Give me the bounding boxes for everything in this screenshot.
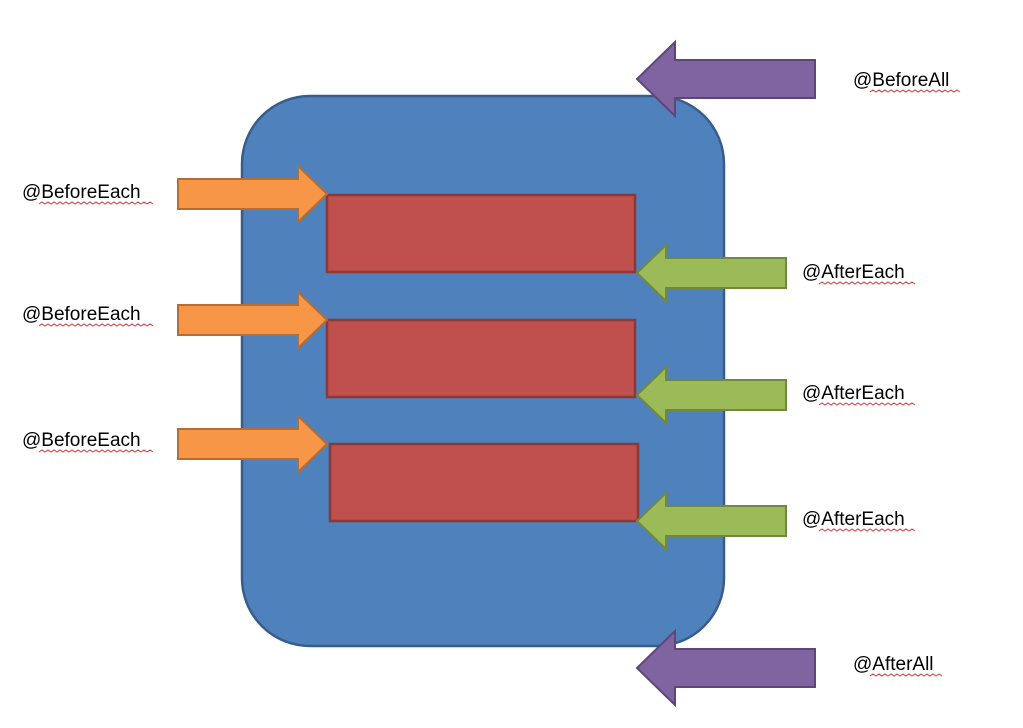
after-each-underline-2 [818, 402, 916, 406]
after-each-label-2: @AfterEach [802, 383, 905, 404]
before-all-label: @BeforeAll [853, 70, 949, 91]
after-each-arrow-icon-2 [635, 364, 787, 426]
test-method-box-3 [328, 442, 640, 523]
after-each-arrow-icon-1 [635, 242, 787, 304]
after-all-arrow-icon [635, 628, 816, 708]
before-each-arrow-icon-3 [177, 413, 329, 475]
before-each-arrow-icon-1 [177, 163, 329, 225]
test-method-box-1 [325, 193, 637, 274]
after-each-label-1: @AfterEach [802, 262, 905, 283]
before-each-arrow-icon-2 [177, 289, 329, 351]
before-each-label-2: @BeforeEach [22, 304, 141, 325]
before-all-underline [869, 89, 961, 93]
after-each-underline-1 [818, 281, 916, 285]
after-each-underline-3 [818, 528, 916, 532]
after-all-underline [869, 673, 943, 677]
before-each-underline-2 [38, 323, 154, 327]
after-all-label: @AfterAll [853, 654, 934, 675]
before-all-arrow-icon [635, 39, 816, 119]
test-method-box-2 [325, 318, 637, 399]
before-each-underline-3 [38, 449, 154, 453]
after-each-arrow-icon-3 [635, 490, 787, 552]
before-each-label-1: @BeforeEach [22, 182, 141, 203]
before-each-underline-1 [38, 201, 154, 205]
after-each-label-3: @AfterEach [802, 509, 905, 530]
before-each-label-3: @BeforeEach [22, 430, 141, 451]
